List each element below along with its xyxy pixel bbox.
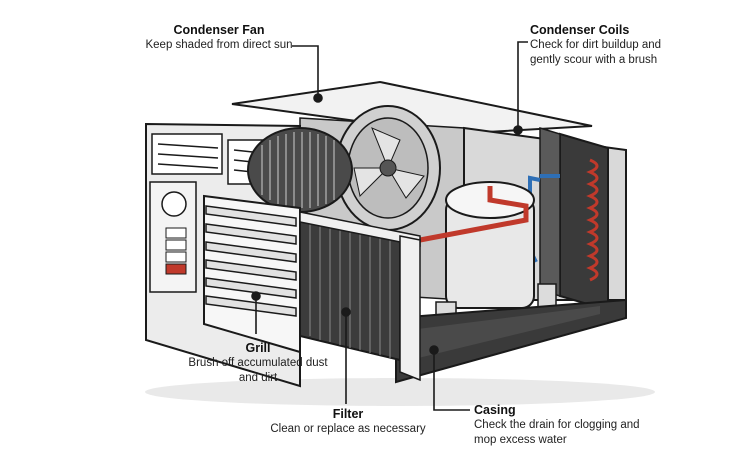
casing-label: Casing Check the drain for clogging and … (474, 402, 649, 448)
leader-casing (433, 350, 470, 411)
grill (203, 194, 301, 354)
grill-title: Grill (245, 341, 271, 355)
filter-label: Filter Clean or replace as necessary (263, 406, 433, 437)
leader-condenser-coils (517, 41, 528, 130)
grill-label: Grill Brush off accumulated dust and dir… (188, 340, 328, 386)
condenser-fan-description: Keep shaded from direct sun (145, 39, 293, 51)
leader-lines (251, 41, 528, 411)
condenser-coils-label: Condenser Coils Check for dirt buildup a… (530, 22, 670, 68)
condenser-fan-label: Condenser Fan Keep shaded from direct su… (134, 22, 304, 53)
compressor (419, 181, 557, 335)
condenser-fan (335, 105, 441, 231)
control-panel (149, 181, 197, 293)
casing-description: Check the drain for clogging and mop exc… (474, 419, 640, 446)
filter-title: Filter (332, 407, 364, 421)
leader-condenser-fan (292, 45, 319, 98)
blower-drum (247, 127, 353, 213)
condenser-coils-title: Condenser Coils (530, 23, 630, 37)
condenser-fan-title: Condenser Fan (173, 23, 265, 37)
floor-shadow (145, 378, 655, 406)
filter (299, 210, 421, 382)
casing-title: Casing (474, 403, 516, 417)
filter-description: Clean or replace as necessary (270, 423, 426, 435)
grill-description: Brush off accumulated dust and dirt (188, 357, 328, 384)
drain-pan (410, 306, 600, 360)
condenser-coils-description: Check for dirt buildup and gently scour … (530, 39, 662, 66)
condenser-coils (528, 126, 609, 312)
